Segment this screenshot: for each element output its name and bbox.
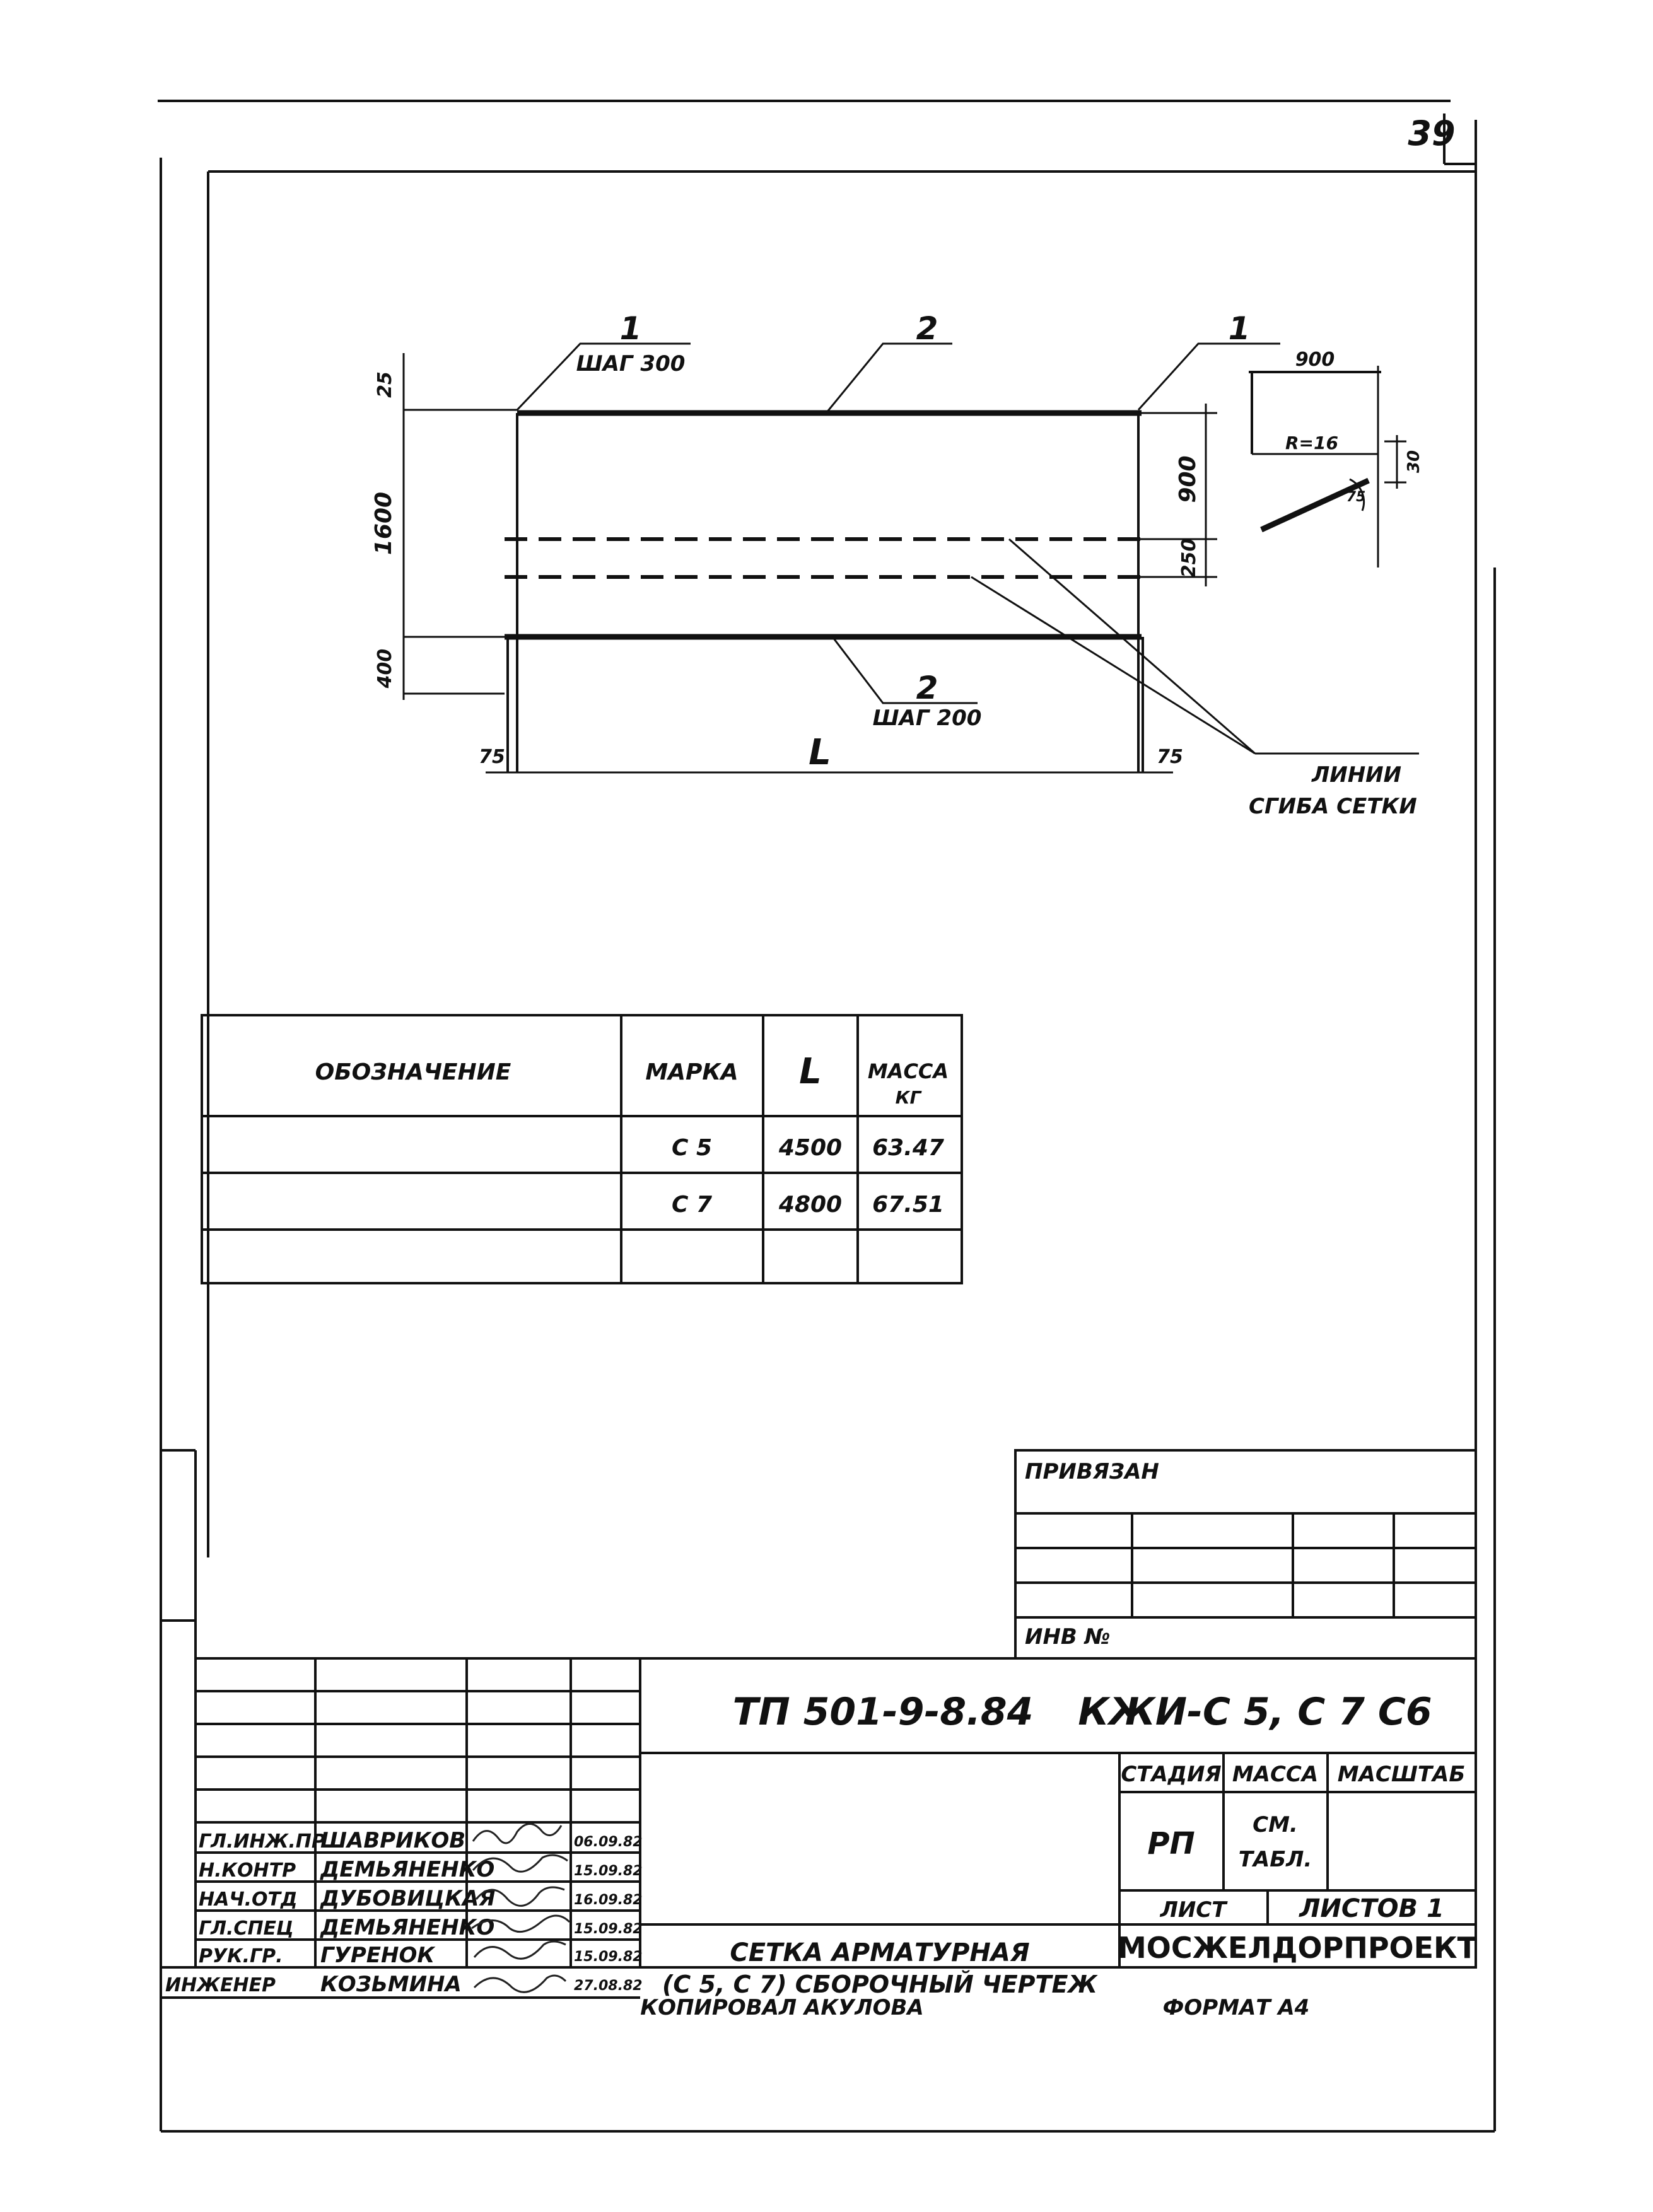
detail-75: 75	[1346, 489, 1366, 505]
staff-role-1: ГЛ.ИНЖ.ПР	[199, 1831, 325, 1853]
staff-name-6: КОЗЬМИНА	[320, 1972, 462, 1997]
header-mass-unit: КГ	[896, 1087, 923, 1108]
pos-2-bottom-label: 2	[916, 670, 938, 706]
row-1-mass: 63.47	[872, 1135, 944, 1161]
staff-name-2: ДЕМЬЯНЕНКО	[320, 1857, 494, 1882]
staff-role-3: НАЧ.ОТД	[199, 1889, 298, 1911]
organization-name: МОСЖЕЛДОРПРОЕКТ	[1118, 1931, 1478, 1965]
row-1-mark: С 5	[672, 1135, 712, 1161]
step-300-label: ШАГ 300	[576, 351, 686, 376]
pos-1-right-label: 1	[1229, 310, 1251, 347]
title-line-2: (С 5, С 7) СБОРОЧНЫЙ ЧЕРТЕЖ	[662, 1970, 1098, 1998]
stage-value: РП	[1147, 1826, 1194, 1861]
title-block	[194, 1657, 1477, 1969]
staff-name-5: ГУРЕНОК	[320, 1943, 436, 1968]
bend-lines-label-2: СГИБА СЕТКИ	[1249, 794, 1417, 819]
dim-250: 250	[1178, 538, 1200, 578]
spec-table	[201, 1014, 963, 1284]
dim-25: 25	[374, 371, 396, 398]
signatures	[471, 1823, 571, 1993]
bend-lines-label-1: ЛИНИИ	[1311, 762, 1401, 788]
staff-date-1: 06.09.82	[574, 1834, 643, 1850]
row-2-mass: 67.51	[872, 1192, 944, 1218]
mesh-labels: 1 ШАГ 300 2 1 2 ШАГ 200 25 1600 400 75 7…	[371, 310, 1423, 819]
staff-name-1: ШАВРИКОВ	[320, 1828, 465, 1853]
staff-role-6: ИНЖЕНЕР	[165, 1974, 276, 1996]
sheet-code: КЖИ-С 5, С 7 С6	[1078, 1690, 1432, 1734]
dim-75-right: 75	[1157, 746, 1183, 768]
row-1-L: 4500	[778, 1135, 842, 1161]
detail-30: 30	[1405, 450, 1423, 473]
staff-date-3: 16.09.82	[574, 1892, 643, 1908]
pos-2-top-label: 2	[916, 310, 938, 347]
format-label: ФОРМАТ А4	[1163, 1995, 1310, 2020]
step-200-label: ШАГ 200	[873, 706, 982, 731]
staff-date-2: 15.09.82	[574, 1863, 643, 1879]
staff-role-5: РУК.ГР.	[199, 1945, 283, 1967]
inventory-number-label: ИНВ №	[1025, 1624, 1111, 1650]
dim-L: L	[809, 732, 831, 773]
detail-R: R=16	[1285, 433, 1338, 453]
staff-date-5: 15.09.82	[574, 1949, 643, 1965]
mass-label: МАССА	[1232, 1762, 1318, 1787]
header-designation: ОБОЗНАЧЕНИЕ	[315, 1059, 511, 1085]
document-code: ТП 501-9-8.84	[733, 1690, 1034, 1734]
staff-role-2: Н.КОНТР	[199, 1860, 296, 1882]
dim-900-right: 900	[1175, 455, 1201, 503]
privyazan-title: ПРИВЯЗАН	[1025, 1459, 1159, 1484]
mesh-drawing	[402, 342, 1419, 774]
staff-date-4: 15.09.82	[574, 1921, 643, 1937]
stage-label: СТАДИЯ	[1121, 1762, 1221, 1787]
title-line-1: СЕТКА АРМАТУРНАЯ	[730, 1938, 1029, 1967]
staff-rows: ГЛ.ИНЖ.ПР ШАВРИКОВ 06.09.82 Н.КОНТР ДЕМЬ…	[161, 1828, 643, 1999]
pos-1-left-label: 1	[620, 310, 642, 347]
dim-1600: 1600	[371, 492, 397, 555]
header-mass: МАССА	[868, 1059, 949, 1083]
sheet-frame	[158, 100, 1496, 2133]
mass-value-1: СМ.	[1253, 1812, 1298, 1837]
header-mark: МАРКА	[645, 1059, 738, 1085]
mass-value-2: ТАБЛ.	[1239, 1847, 1312, 1872]
sheets-label: ЛИСТОВ 1	[1299, 1894, 1444, 1923]
staff-date-6: 27.08.82	[574, 1978, 643, 1994]
staff-name-4: ДЕМЬЯНЕНКО	[320, 1915, 494, 1940]
detail-900: 900	[1295, 349, 1335, 371]
staff-name-3: ДУБОВИЦКАЯ	[320, 1886, 496, 1911]
row-2-mark: С 7	[672, 1192, 712, 1218]
row-2-L: 4800	[778, 1192, 842, 1218]
dim-75-left: 75	[479, 746, 505, 768]
title-block-text: ТП 501-9-8.84 КЖИ-С 5, С 7 С6 СТАДИЯ МАС…	[640, 1690, 1477, 2020]
scale-label: МАСШТАБ	[1338, 1762, 1466, 1787]
dim-400: 400	[374, 649, 396, 689]
page-number: 39	[1408, 114, 1455, 153]
staff-role-4: ГЛ.СПЕЦ	[199, 1918, 294, 1940]
spec-table-text: ОБОЗНАЧЕНИЕ МАРКА L МАССА КГ С 5 4500 63…	[315, 1051, 949, 1218]
sheet-label: ЛИСТ	[1160, 1897, 1229, 1923]
header-L: L	[799, 1051, 822, 1092]
copied-by: КОПИРОВАЛ АКУЛОВА	[640, 1995, 923, 2020]
